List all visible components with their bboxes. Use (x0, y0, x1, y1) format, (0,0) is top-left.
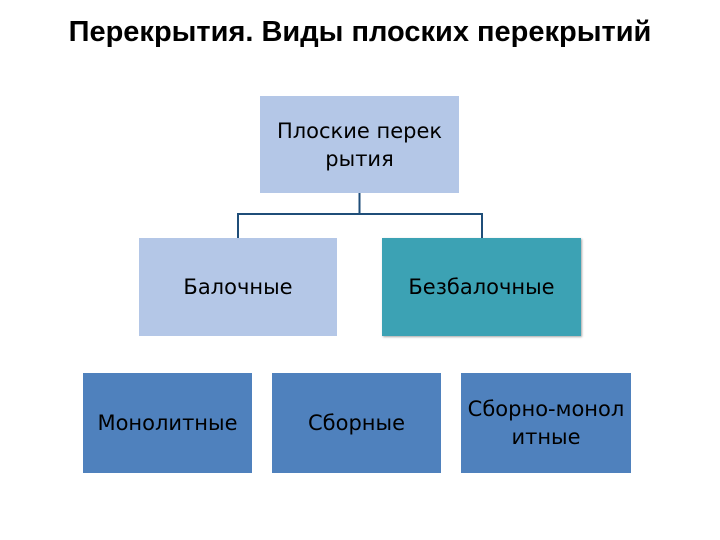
node-precast-monolithic: Сборно-монолитные (461, 373, 631, 473)
node-monolithic: Монолитные (83, 373, 252, 473)
node-beam-floors: Балочные (139, 238, 337, 336)
node-beamless-floors: Безбалочные (382, 238, 581, 336)
node-precast-monolithic-label: Сборно-монолитные (467, 397, 625, 449)
node-flat-floors: Плоские перекрытия (260, 96, 459, 193)
slide-title: Перекрытия. Виды плоских перекрытий (68, 16, 652, 48)
node-flat-floors-label: Плоские перекрытия (276, 118, 443, 171)
node-beam-floors-label: Балочные (183, 275, 293, 299)
node-monolithic-label: Монолитные (97, 411, 238, 435)
node-precast-label: Сборные (307, 411, 406, 435)
node-precast: Сборные (272, 373, 441, 473)
node-beamless-floors-label: Безбалочные (408, 275, 555, 299)
